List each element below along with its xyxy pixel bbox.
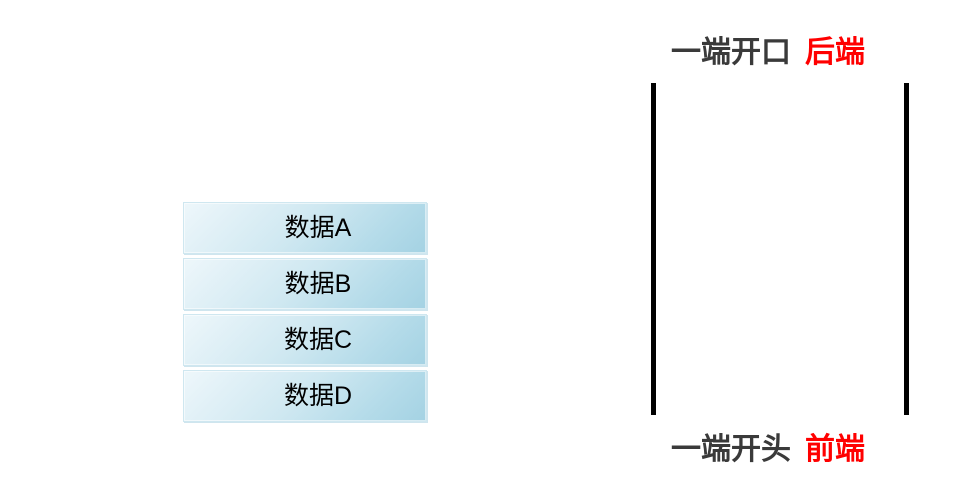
rear-end-name: 后端 [805, 36, 865, 69]
data-element-stack: 数据A 数据B 数据C 数据D [183, 202, 427, 422]
data-element-label: 数据D [283, 381, 353, 410]
rear-end-description: 一端开口 [671, 36, 791, 69]
data-element-box: 数据D [183, 370, 427, 422]
front-end-label: 一端开头前端 [671, 435, 865, 465]
data-element-label: 数据B [284, 269, 352, 298]
data-element-box: 数据B [183, 258, 427, 310]
data-element-box: 数据A [183, 202, 427, 254]
data-element-label: 数据C [283, 325, 353, 354]
data-element-box: 数据C [183, 314, 427, 366]
container-rail-right [904, 83, 909, 415]
front-end-description: 一端开头 [671, 433, 791, 466]
rear-end-label: 一端开口后端 [671, 38, 865, 68]
front-end-name: 前端 [805, 433, 865, 466]
container-rail-left [651, 83, 656, 415]
data-element-label: 数据A [284, 213, 352, 242]
